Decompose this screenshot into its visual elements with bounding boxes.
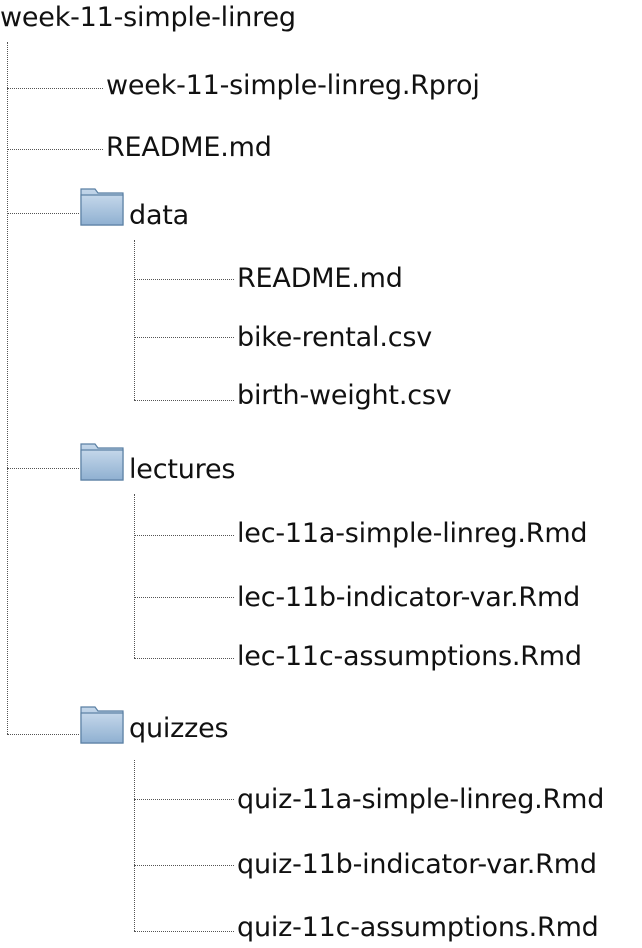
file-quiz-11a[interactable]: quiz-11a-simple-linreg.Rmd <box>237 784 605 815</box>
file-rproj[interactable]: week-11-simple-linreg.Rproj <box>106 70 480 101</box>
file-data-readme[interactable]: README.md <box>237 263 403 294</box>
tree-root-label: week-11-simple-linreg <box>0 2 296 33</box>
file-lec-11a[interactable]: lec-11a-simple-linreg.Rmd <box>237 518 588 549</box>
file-readme-root[interactable]: README.md <box>106 132 272 163</box>
folder-label-quizzes[interactable]: quizzes <box>129 713 229 744</box>
lectures-folder-connector <box>7 468 79 469</box>
quizzes-file-connector <box>134 931 234 932</box>
file-bike-rental[interactable]: bike-rental.csv <box>237 322 433 353</box>
data-folder-connector <box>7 213 79 214</box>
data-file-connector <box>134 400 234 401</box>
data-branch-line <box>134 240 135 400</box>
file-quiz-11b[interactable]: quiz-11b-indicator-var.Rmd <box>237 849 597 880</box>
folder-label-lectures[interactable]: lectures <box>129 454 236 485</box>
lectures-file-connector <box>134 597 234 598</box>
data-file-connector <box>134 337 234 338</box>
lectures-file-connector <box>134 658 234 659</box>
quizzes-branch-line <box>134 760 135 931</box>
rproj-connector <box>7 88 103 89</box>
folder-icon[interactable] <box>79 187 125 227</box>
data-file-connector <box>134 279 234 280</box>
file-lec-11b[interactable]: lec-11b-indicator-var.Rmd <box>237 582 581 613</box>
file-birth-weight[interactable]: birth-weight.csv <box>237 380 452 411</box>
file-lec-11c[interactable]: lec-11c-assumptions.Rmd <box>237 641 582 672</box>
lectures-branch-line <box>134 494 135 658</box>
quizzes-folder-connector <box>7 734 79 735</box>
quizzes-file-connector <box>134 799 234 800</box>
file-quiz-11c[interactable]: quiz-11c-assumptions.Rmd <box>237 912 599 943</box>
folder-icon[interactable] <box>79 442 125 482</box>
root-trunk-line <box>7 42 8 734</box>
readme-connector <box>7 149 103 150</box>
quizzes-file-connector <box>134 865 234 866</box>
folder-icon[interactable] <box>79 705 125 745</box>
folder-label-data[interactable]: data <box>129 200 190 231</box>
lectures-file-connector <box>134 535 234 536</box>
